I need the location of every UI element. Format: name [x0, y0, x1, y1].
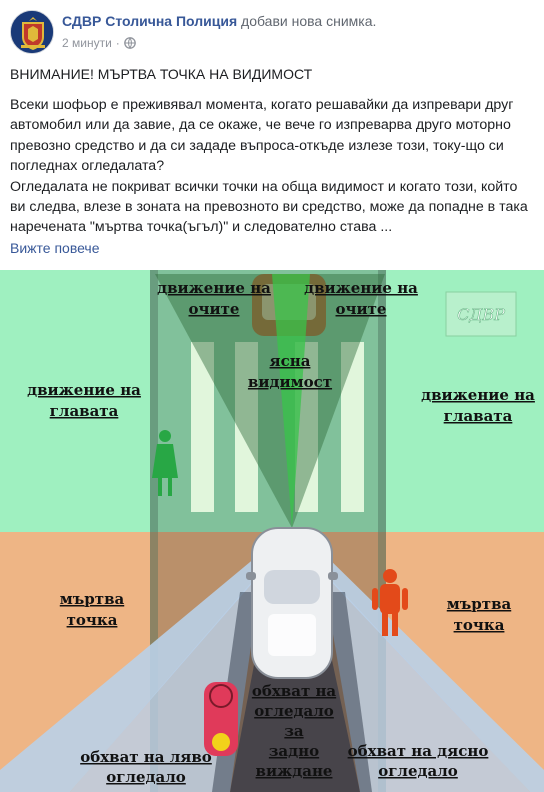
right-mirror-cone — [322, 552, 544, 792]
label-blind-right: мъртва — [447, 595, 512, 613]
left-mirror-cone — [0, 552, 262, 792]
eye-movement-cone — [155, 274, 385, 528]
police-crest-icon[interactable] — [10, 10, 54, 54]
pedestrian-red-icon — [372, 569, 408, 636]
label-rear-mirror: огледало — [254, 702, 334, 720]
label-blind-left: мъртва — [60, 590, 125, 608]
pedestrian-green-icon — [152, 430, 178, 496]
label-clear-vision: видимост — [248, 373, 332, 391]
road-right-lane — [378, 270, 386, 792]
author-name-link[interactable]: СДВР Столична Полиция — [62, 13, 238, 29]
label-head-left: главата — [50, 402, 119, 420]
post-action-text: добави нова снимка. — [241, 13, 377, 29]
label-left-mirror: обхват на ляво — [80, 748, 212, 766]
label-clear-vision: ясна — [270, 352, 311, 370]
label-blind-right: точка — [454, 616, 505, 634]
crosswalk-stripe — [341, 342, 364, 512]
label-head-right: движение на — [421, 386, 535, 404]
crosswalk-stripe — [235, 342, 258, 512]
label-right-mirror: обхват на дясно — [348, 742, 489, 760]
globe-icon[interactable] — [123, 37, 136, 52]
motorcyclist — [204, 682, 238, 756]
label-head-right: главата — [444, 407, 513, 425]
label-head-left: движение на — [27, 381, 141, 399]
post-timestamp[interactable]: 2 минути — [62, 36, 112, 50]
label-eye-right: очите — [336, 300, 387, 318]
post-body: Всеки шофьор е преживявал момента, когат… — [10, 95, 530, 238]
label-blind-left: точка — [67, 611, 118, 629]
car — [246, 527, 338, 679]
watermark-badge — [445, 291, 517, 337]
label-rear-mirror: задно — [269, 742, 319, 760]
crosswalk-stripe — [191, 342, 214, 512]
post-paragraph-1: Всеки шофьор е преживявал момента, когат… — [10, 97, 514, 175]
watermark-text: СДВР — [457, 305, 505, 324]
label-rear-mirror: за — [284, 722, 304, 740]
post-meta: 2 минути· — [62, 36, 136, 52]
label-rear-mirror: виждане — [256, 762, 333, 780]
see-more-link[interactable]: Вижте повече — [10, 240, 100, 256]
post-heading: ВНИМАНИЕ! МЪРТВА ТОЧКА НА ВИДИМОСТ — [10, 66, 313, 82]
author-line: СДВР Столична Полиция добави нова снимка… — [62, 13, 376, 29]
post-header: СДВР Столична Полиция добави нова снимка… — [0, 0, 544, 62]
label-rear-mirror: обхват на — [252, 682, 337, 700]
meta-separator: · — [115, 36, 120, 50]
post-paragraph-2: Огледалата не покриват всички точки на о… — [10, 178, 528, 236]
label-eye-left: движение на — [157, 279, 271, 297]
label-left-mirror: огледало — [106, 768, 186, 786]
road-left-lane — [150, 270, 158, 792]
right-mirror-cone-lower — [322, 570, 530, 792]
post-photo[interactable]: СДВР движение на очите движение на очите… — [0, 270, 544, 792]
label-eye-left: очите — [189, 300, 240, 318]
label-eye-right: движение на — [304, 279, 418, 297]
clear-vision-beam — [272, 274, 310, 528]
label-right-mirror: огледало — [378, 762, 458, 780]
